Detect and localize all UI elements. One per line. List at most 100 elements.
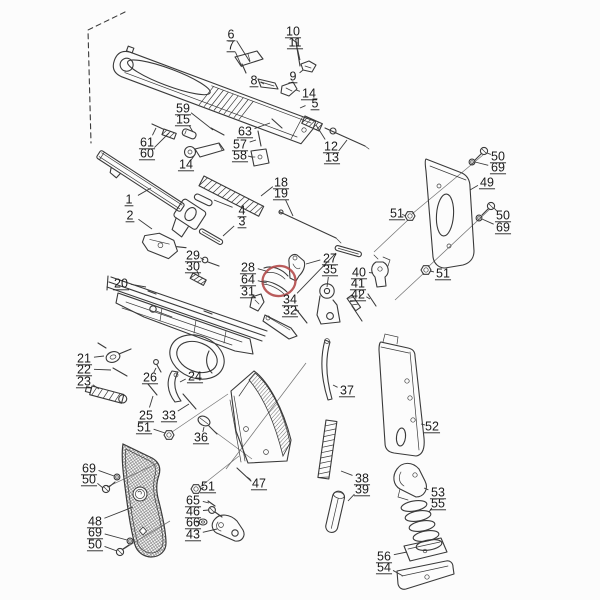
leader-lines-layer [92,38,498,577]
part-label-61: 61 [140,136,154,150]
part-label-32: 32 [283,304,297,318]
part-label-40: 40 [352,266,366,280]
leader-line-65 [202,501,210,504]
leader-line-54 [392,570,404,577]
grip-screw-nuts [163,211,432,494]
leader-line-25 [149,395,154,408]
slide-stop-parts [97,342,132,377]
part-label-1: 1 [126,193,133,207]
pin-part [198,228,224,245]
part-label-66: 66 [186,516,200,530]
right-grip-panel-part [424,158,475,269]
part-label-12: 12 [324,140,338,154]
part-label-14: 14 [302,87,316,101]
leader-line-64 [257,280,268,284]
part-label-57: 57 [233,138,247,152]
magazine-follower-part [393,462,427,501]
part-label-52: 52 [425,420,439,434]
recoil-guide-rod-part [278,209,342,244]
leader-line-51 [153,428,166,434]
leader-line-9 [299,69,304,74]
part-label-50: 50 [88,538,102,552]
leader-line-6 [236,40,251,63]
part-label-42: 42 [351,288,365,302]
hammer-spring-part [317,419,338,480]
lanyard-loop-part [211,514,245,542]
leader-line-10 [295,38,298,47]
leader-line-28 [257,268,267,272]
barrel-part [96,150,207,238]
hammer-strut-part [321,338,333,401]
part-label-69: 69 [491,161,505,175]
part-label-10: 10 [286,25,300,39]
slide-part [112,45,317,145]
leader-line-60 [154,132,170,148]
part-label-5: 5 [312,97,319,111]
reference-dashed-line [87,11,126,144]
leader-line-69 [481,218,494,225]
part-label-36: 36 [194,431,208,445]
leader-line-36 [202,426,205,433]
leader-line-18 [260,186,274,197]
leader-line-69 [98,470,115,477]
part-label-35: 35 [323,263,337,277]
leader-line-13 [338,139,348,152]
part-label-51: 51 [390,207,404,221]
part-label-55: 55 [431,497,445,511]
part-label-50: 50 [496,209,510,223]
leader-line-51 [199,486,204,490]
part-label-60: 60 [140,147,154,161]
leader-line-56 [393,551,408,556]
grip-washers [113,158,483,545]
part-label-15: 15 [176,113,190,127]
leader-line-19 [285,199,294,217]
leader-line-37 [332,384,338,388]
leader-line-59 [190,112,214,131]
magazine-release-part [84,385,128,404]
part-label-58: 58 [233,149,247,163]
leader-line-38 [340,470,353,476]
part-label-34: 34 [283,293,297,307]
leader-line-48 [104,506,134,519]
part-label-43: 43 [186,528,200,542]
leader-line-51 [429,270,435,273]
firing-pin-spring-part [301,115,323,132]
part-label-54: 54 [377,561,391,575]
leader-line-43 [202,528,218,533]
leader-line-51 [402,213,407,217]
part-label-33: 33 [162,409,176,423]
part-label-19: 19 [274,187,288,201]
leader-line-46 [202,509,210,511]
leader-line-39 [347,493,355,502]
part-label-27: 27 [323,252,337,266]
leader-line-12 [315,124,326,140]
part-label-8: 8 [251,74,258,88]
part-label-48: 48 [88,515,102,529]
part-label-50: 50 [491,150,505,164]
hammer-part [316,283,341,325]
part-label-3: 3 [239,215,246,229]
part-label-51: 51 [201,480,215,494]
plunger-spring-parts [201,256,220,267]
part-label-4: 4 [239,204,246,218]
leader-line-5 [299,105,306,109]
leader-line-22 [93,368,112,371]
slide-small-pins [151,118,283,147]
leader-line-34 [296,252,337,294]
grip-screws [101,146,496,557]
leader-line-50 [486,152,492,155]
leader-line-14 [295,89,301,92]
part-label-56: 56 [377,550,391,564]
part-label-13: 13 [325,151,339,165]
part-label-6: 6 [228,28,235,42]
part-label-39: 39 [355,483,369,497]
magazine-floor-plate-part [396,560,455,590]
plunger-part [193,193,213,207]
alignment-lines [106,154,491,551]
leader-line-2 [138,218,153,230]
leader-line-24 [179,378,186,383]
leader-line-15 [188,125,194,133]
trigger-group-small-parts [147,359,197,410]
part-label-7: 7 [228,39,235,53]
